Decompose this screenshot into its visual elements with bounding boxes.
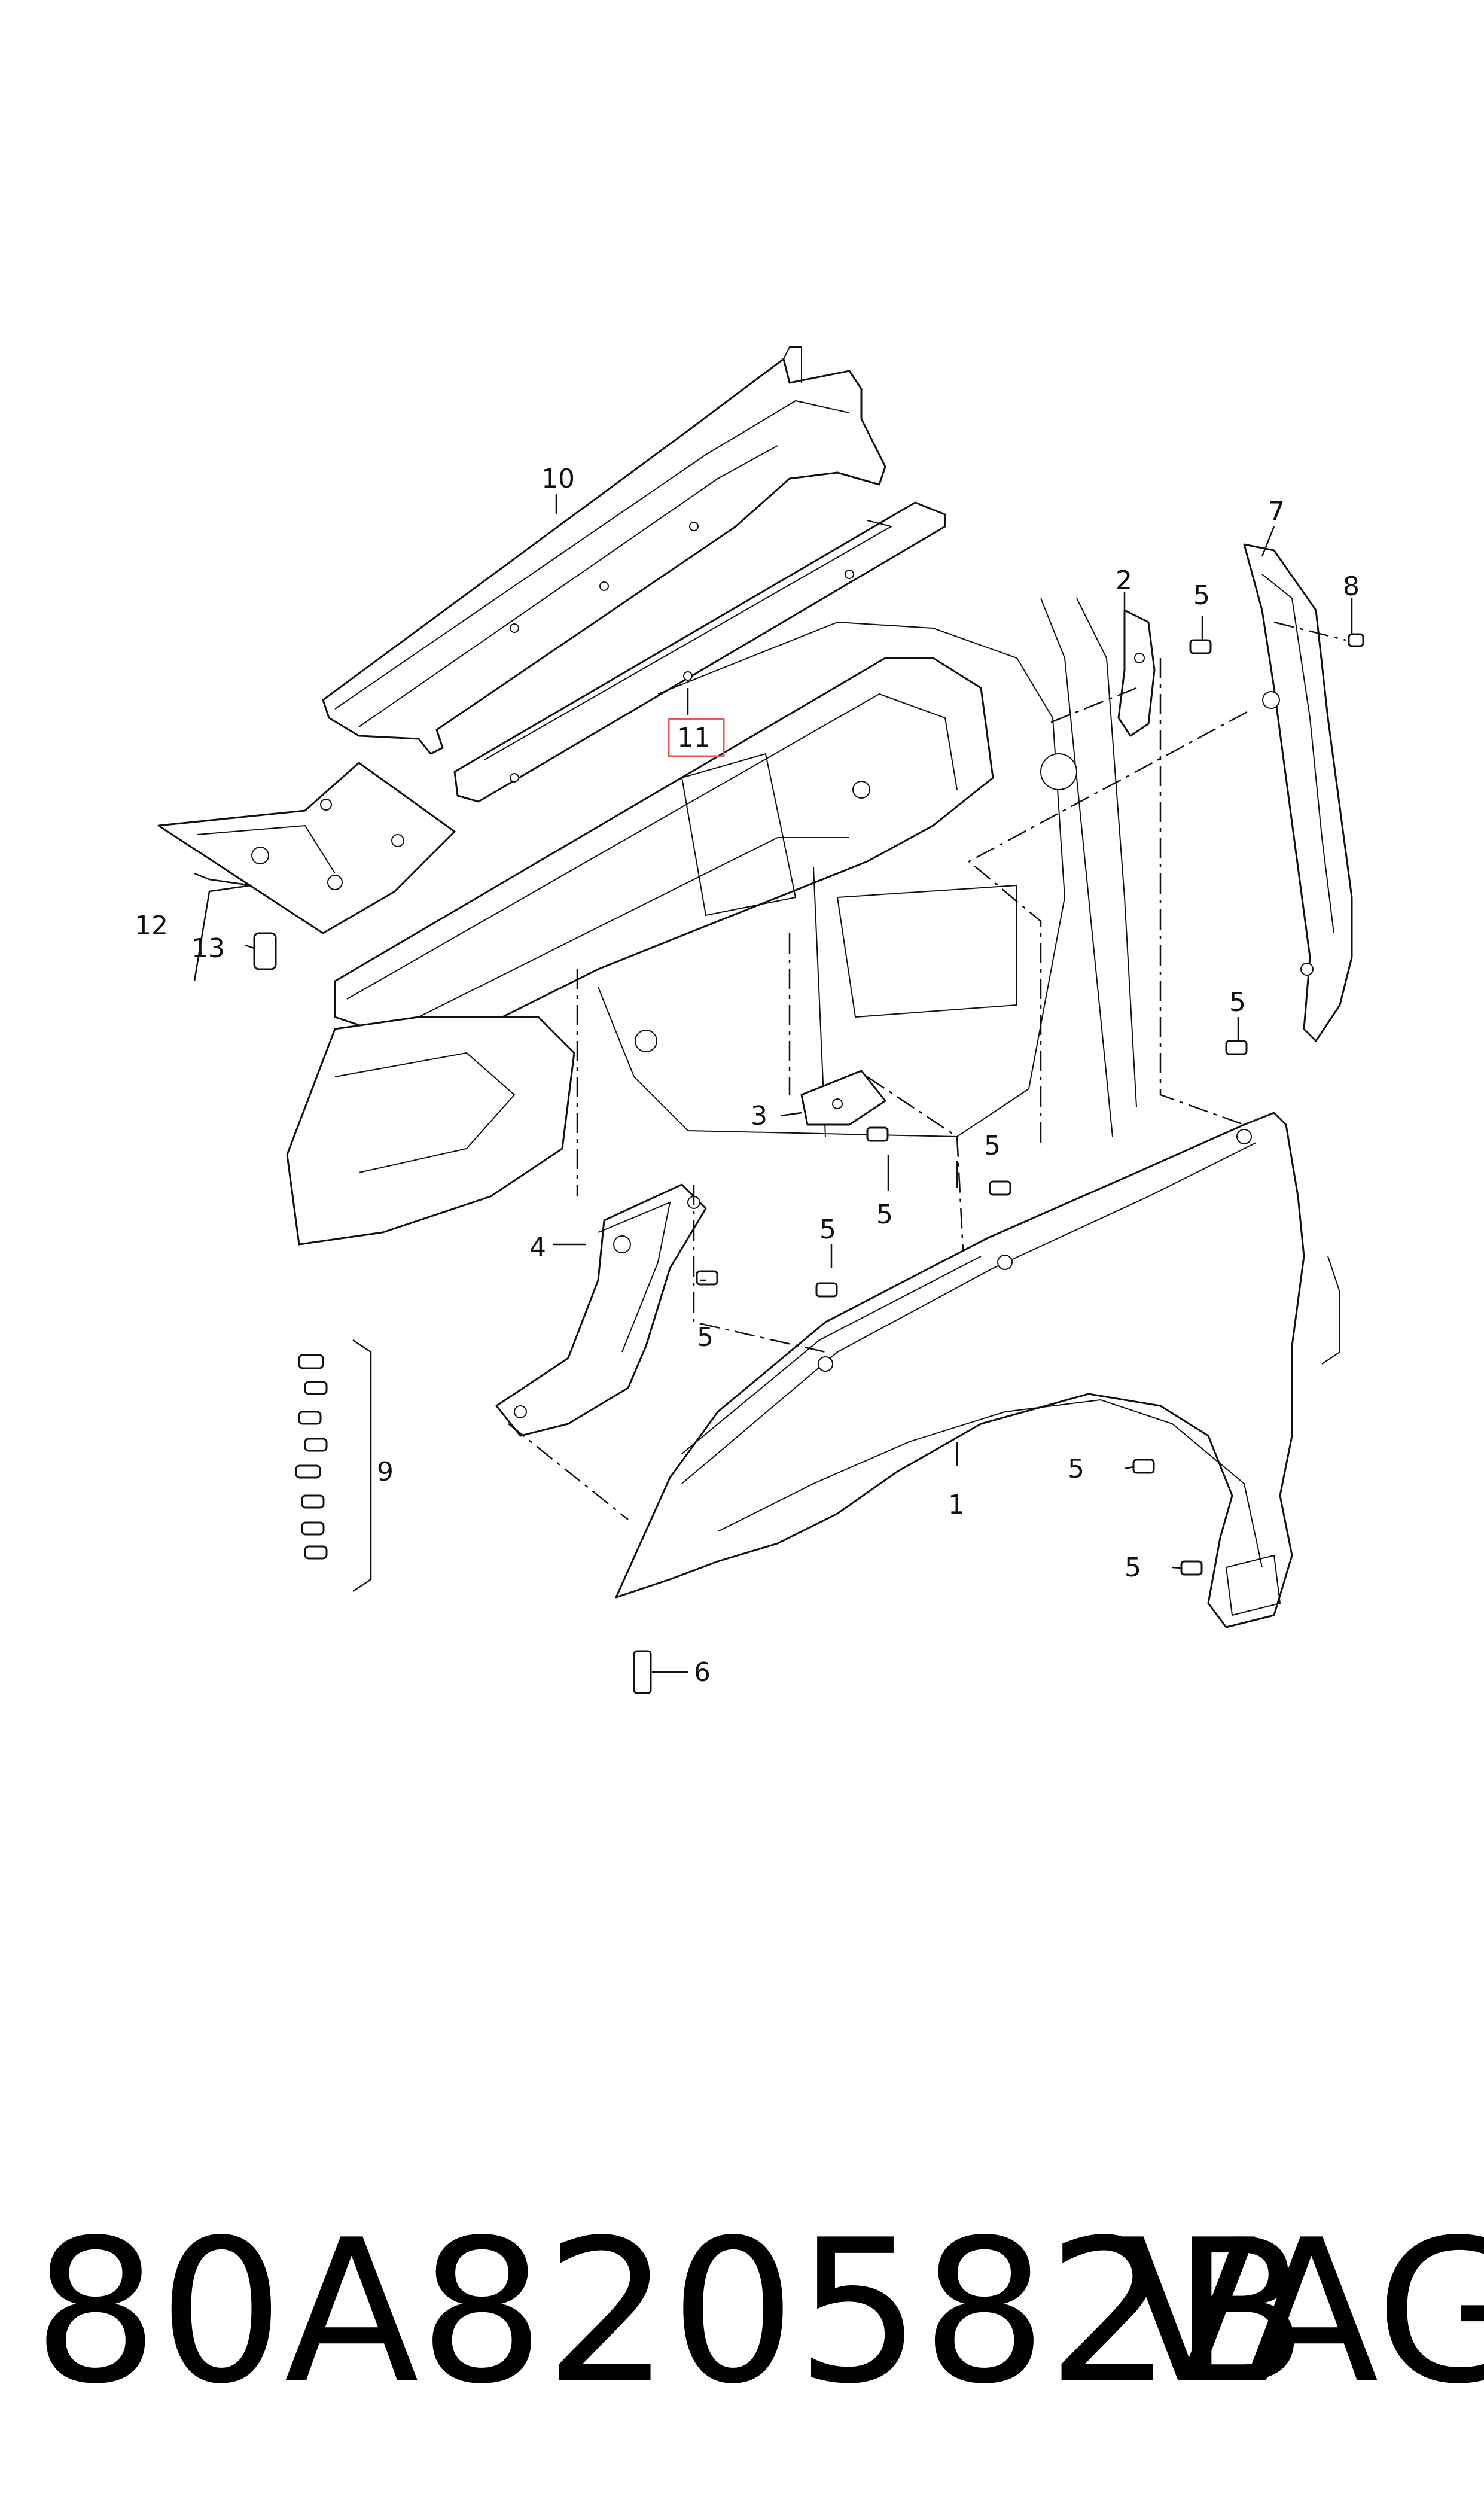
part-7-trim <box>1243 543 1353 1042</box>
part-9-fastener-kit <box>295 1339 372 1593</box>
part-1-fender <box>615 1112 1340 1628</box>
callout-4: 4 <box>529 1232 546 1263</box>
callout-6: 6 <box>694 1657 711 1688</box>
callout-11: 11 <box>677 723 711 753</box>
part-number-caption: 80A820582B <box>33 2197 1308 2427</box>
callout-11-highlight-box <box>668 718 725 757</box>
callout-8: 8 <box>1343 571 1360 602</box>
assembly-lines <box>508 621 1346 1520</box>
callout-7: 7 <box>1268 497 1285 527</box>
callout-5-fender-top-mid: 5 <box>984 1131 1001 1161</box>
callout-5-bracket4: 5 <box>697 1322 714 1353</box>
body-structure <box>286 598 1137 1246</box>
callout-1: 1 <box>948 1490 965 1520</box>
part-3-bracket <box>800 1070 886 1126</box>
callout-13: 13 <box>191 933 225 964</box>
part-11-strip <box>453 501 946 803</box>
callout-5-top: 5 <box>1193 580 1210 611</box>
exploded-parts-diagram: 10 11 2 5 7 8 12 13 3 5 4 5 5 5 5 9 1 5 … <box>135 346 1364 1694</box>
callout-9: 9 <box>377 1457 394 1487</box>
callout-10: 10 <box>541 464 575 494</box>
callout-5-bracket3: 5 <box>876 1199 893 1230</box>
callout-2: 2 <box>1116 565 1132 596</box>
callout-5-fender-top-right: 5 <box>1229 987 1246 1018</box>
callout-5-wheel-arch: 5 <box>1068 1454 1084 1484</box>
callout-12: 12 <box>135 911 168 941</box>
part-10-cover <box>322 346 886 755</box>
callout-5-fender-bottom: 5 <box>1125 1552 1141 1583</box>
leader-lines <box>193 494 1353 1673</box>
callouts: 10 11 2 5 7 8 12 13 3 5 4 5 5 5 5 9 1 5 … <box>135 464 1360 1688</box>
part-4-support <box>495 1183 707 1437</box>
part-12-plate <box>157 762 456 934</box>
callout-3: 3 <box>751 1101 767 1131</box>
part-2-bracket <box>1117 609 1156 737</box>
callout-5-fender-top-left: 5 <box>819 1214 836 1245</box>
brand-caption: VAG <box>1122 2197 1484 2427</box>
